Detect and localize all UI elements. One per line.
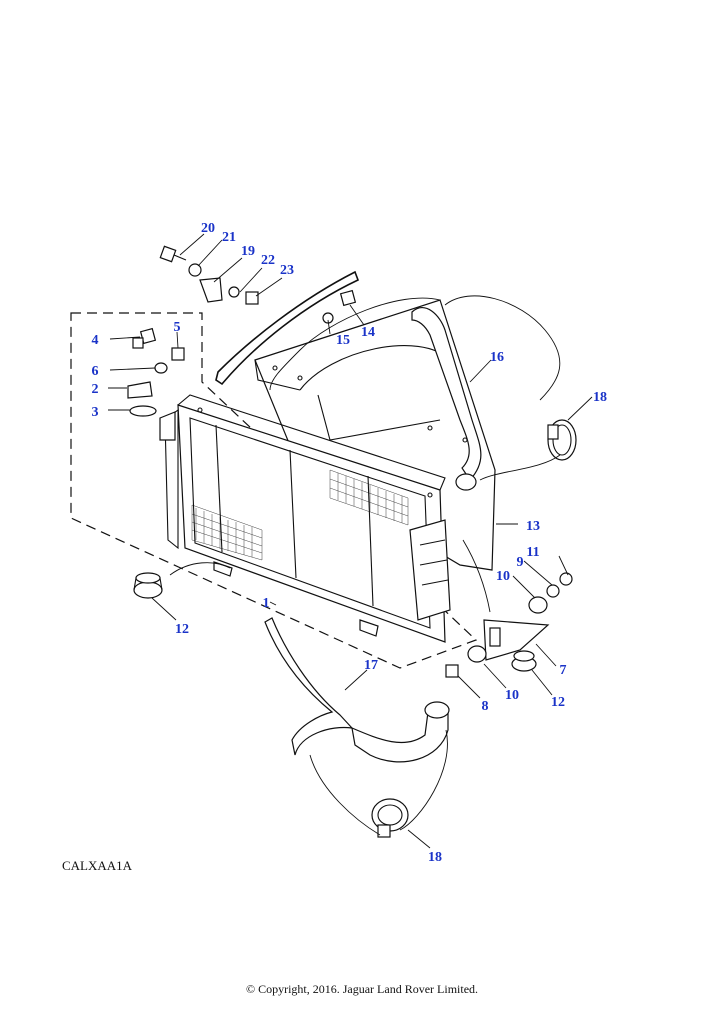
- hose-clip-lower: [371, 798, 409, 838]
- callout-12-right: 12: [551, 695, 565, 710]
- callout-22: 22: [261, 253, 275, 268]
- callout-4: 4: [92, 333, 99, 348]
- callout-9: 9: [517, 555, 524, 570]
- callout-18-upper: 18: [593, 390, 607, 405]
- callout-20: 20: [201, 221, 215, 236]
- callout-2: 2: [92, 382, 99, 397]
- bleed-hose: [215, 270, 360, 386]
- callout-11: 11: [526, 545, 539, 560]
- radiator: [159, 394, 451, 643]
- hose-clip-upper: [547, 419, 577, 461]
- callout-23: 23: [280, 263, 294, 278]
- leader-lines: [108, 233, 593, 849]
- callout-8: 8: [482, 699, 489, 714]
- assembly-boundary: [70, 312, 478, 669]
- rubber-mount-left: [133, 572, 163, 599]
- callout-13: 13: [526, 519, 540, 534]
- callout-5: 5: [174, 320, 181, 335]
- callout-7: 7: [560, 663, 567, 678]
- callout-3: 3: [92, 405, 99, 420]
- callout-21: 21: [222, 230, 236, 245]
- callout-19: 19: [241, 244, 255, 259]
- rubber-mount-right: [511, 650, 537, 672]
- callout-16: 16: [490, 350, 504, 365]
- callout-6: 6: [92, 364, 99, 379]
- callout-17: 17: [364, 658, 378, 673]
- upper-hose: [411, 307, 482, 491]
- mounting-bracket: [483, 619, 550, 661]
- callout-14: 14: [361, 325, 375, 340]
- fasteners: [127, 245, 573, 678]
- callout-10-upper: 10: [496, 569, 510, 584]
- callout-15: 15: [336, 333, 350, 348]
- diagram-reference-code: CALXAA1A: [62, 858, 133, 873]
- callout-18-lower: 18: [428, 850, 442, 865]
- lower-hose: [264, 617, 450, 763]
- callout-12-left: 12: [175, 622, 189, 637]
- copyright-notice: © Copyright, 2016. Jaguar Land Rover Lim…: [245, 982, 479, 996]
- callout-10-lower: 10: [505, 688, 519, 703]
- callout-1: 1: [263, 596, 270, 611]
